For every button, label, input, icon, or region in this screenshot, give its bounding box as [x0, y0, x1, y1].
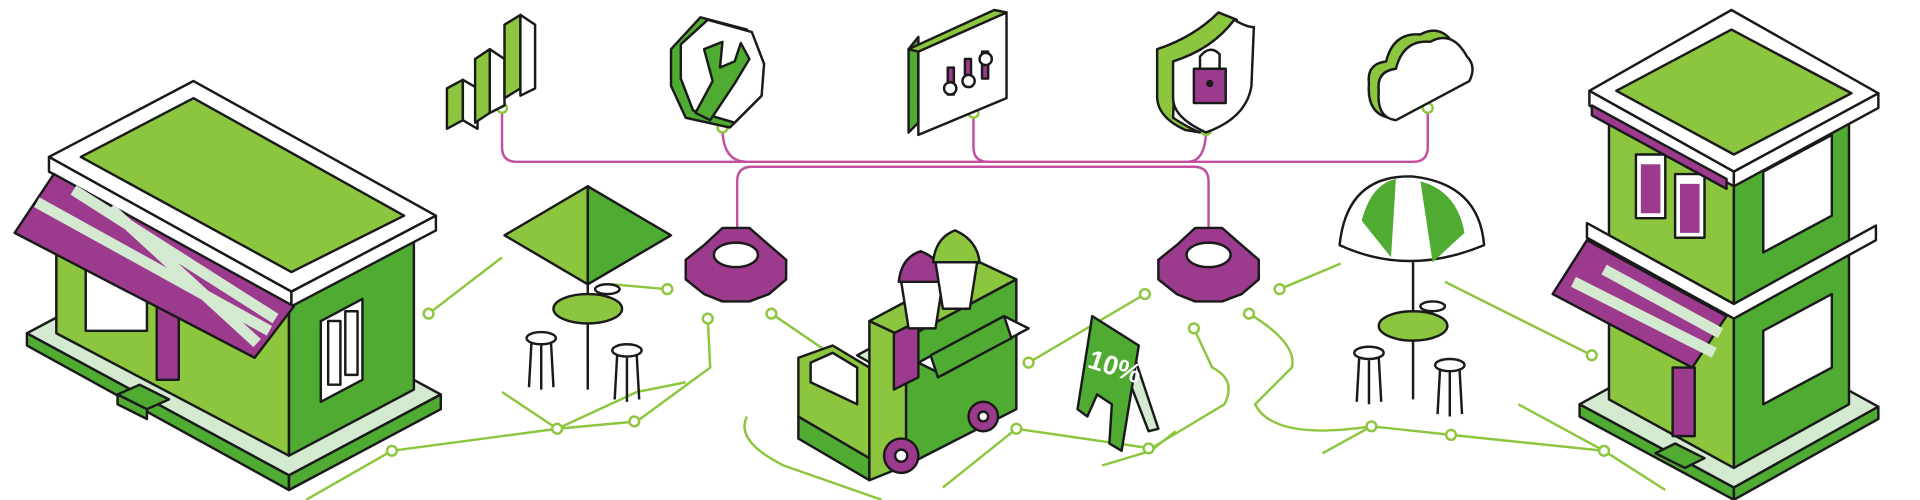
wrench-icon	[669, 16, 766, 129]
bar-chart-icon	[445, 13, 537, 130]
cloud-icon	[1367, 29, 1474, 122]
table-umbrella-right	[1338, 175, 1486, 417]
circuit-lines	[305, 256, 1666, 500]
table-umbrella-left	[503, 185, 673, 402]
food-truck	[797, 229, 1030, 482]
left-shop	[13, 79, 443, 492]
right-building	[1551, 8, 1880, 500]
gear-icon	[684, 226, 788, 303]
sliders-icon	[907, 8, 1008, 137]
discount-sign: 10%	[1076, 314, 1160, 453]
gear-icon	[1157, 226, 1260, 303]
lock-shield-icon	[1155, 11, 1256, 134]
